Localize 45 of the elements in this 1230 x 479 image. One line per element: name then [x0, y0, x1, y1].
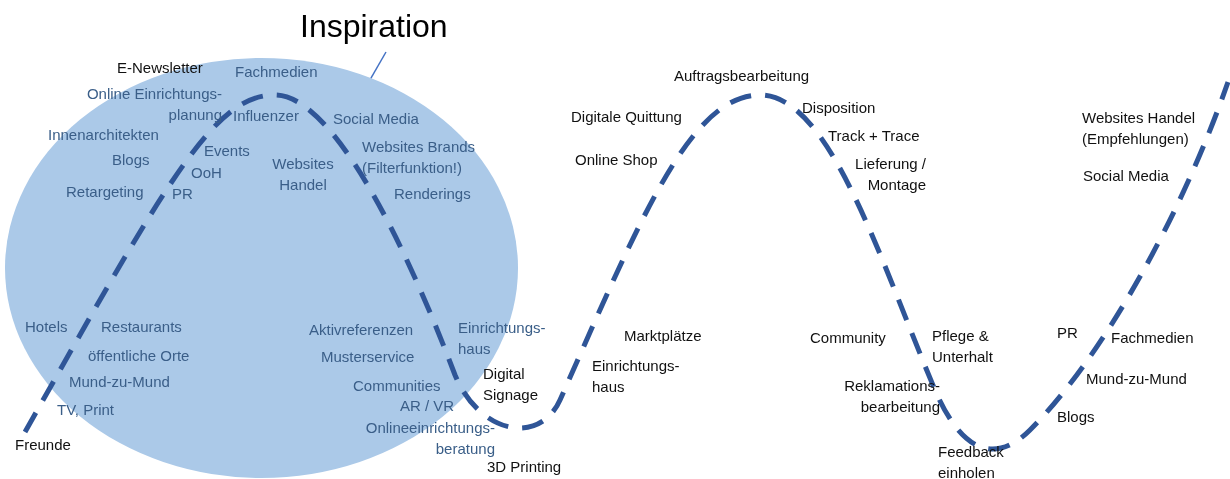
touchpoint-label: OoH — [191, 163, 222, 183]
touchpoint-label: Social Media — [1083, 166, 1169, 186]
touchpoint-label: Retargeting — [66, 182, 144, 202]
touchpoint-label: Disposition — [802, 98, 876, 118]
touchpoint-label: Digitale Quittung — [571, 107, 682, 127]
touchpoint-label: Digital Signage — [483, 364, 540, 405]
touchpoint-label: PR — [1057, 323, 1078, 343]
touchpoint-label: Reklamations- bearbeitung — [843, 376, 940, 417]
touchpoint-label: Fachmedien — [1111, 328, 1194, 348]
touchpoint-label: Influenzer — [233, 106, 299, 126]
touchpoint-label: Feedback einholen — [938, 442, 1005, 479]
touchpoint-label: Mund-zu-Mund — [69, 372, 170, 392]
touchpoint-label: PR — [172, 184, 193, 204]
touchpoint-label: Social Media — [333, 109, 419, 129]
touchpoint-label: Track + Trace — [828, 126, 920, 146]
touchpoint-label: öffentliche Orte — [88, 346, 190, 366]
touchpoint-label: E-Newsletter — [117, 58, 203, 78]
touchpoint-label: Restaurants — [101, 317, 182, 337]
touchpoint-label: Events — [204, 141, 250, 161]
touchpoint-label: Musterservice — [321, 347, 415, 367]
touchpoint-label: Communities — [353, 376, 441, 396]
touchpoint-label: Pflege & Unterhalt — [932, 326, 994, 367]
touchpoint-label: Websites Handel — [271, 154, 335, 195]
touchpoint-label: Marktplätze — [624, 326, 702, 346]
touchpoint-label: Fachmedien — [235, 62, 318, 82]
touchpoint-label: Freunde — [15, 435, 71, 455]
touchpoint-label: TV, Print — [57, 400, 114, 420]
touchpoint-label: Community — [810, 328, 886, 348]
touchpoint-label: Auftragsbearbeitung — [674, 66, 810, 86]
touchpoint-label: Lieferung / Montage — [854, 154, 926, 195]
touchpoint-label: Blogs — [112, 150, 150, 170]
touchpoint-label: Online Shop — [575, 150, 658, 170]
touchpoint-label: Websites Handel (Empfehlungen) — [1082, 108, 1197, 149]
touchpoint-label: AR / VR — [400, 396, 455, 416]
touchpoint-label: Mund-zu-Mund — [1086, 369, 1187, 389]
heading-text: Inspiration — [300, 4, 470, 48]
touchpoint-label: Online Einrichtungs- planung — [85, 84, 222, 125]
touchpoint-label: Einrichtungs- haus — [592, 356, 681, 397]
touchpoint-label: 3D Printing — [487, 457, 562, 477]
touchpoint-label: Onlineeinrichtungs- beratung — [364, 418, 495, 459]
touchpoint-label: Blogs — [1057, 407, 1095, 427]
touchpoint-label: Renderings — [394, 184, 471, 204]
touchpoint-label: Aktivreferenzen — [309, 320, 414, 340]
touchpoint-label: Hotels — [25, 317, 68, 337]
leader-line — [370, 51, 387, 79]
